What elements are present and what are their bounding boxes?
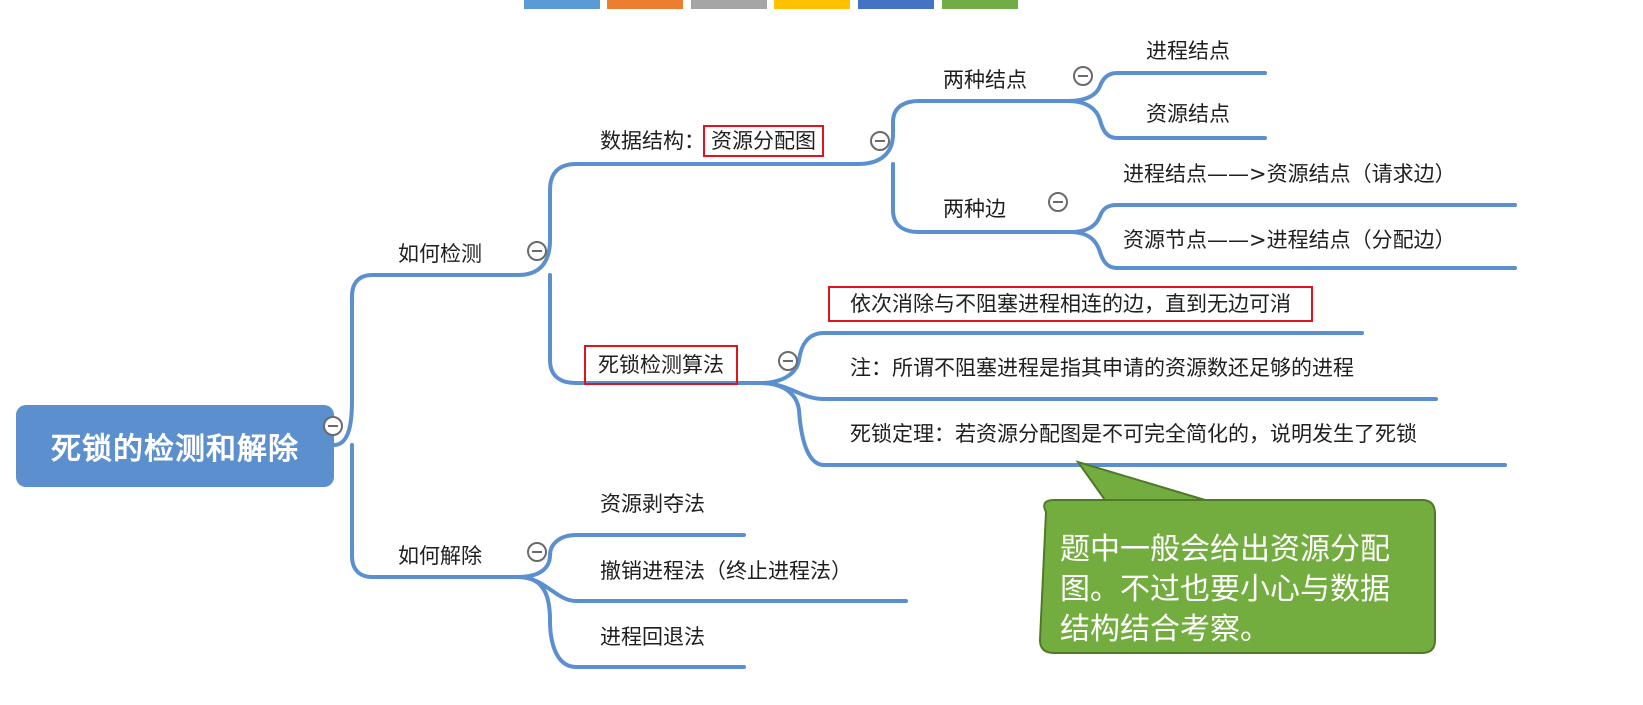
- node-assign-edge[interactable]: 资源节点——>进程结点（分配边）: [1123, 228, 1456, 252]
- edge-resolve-1: [516, 533, 578, 579]
- node-alg-2[interactable]: 注：所谓不阻塞进程是指其申请的资源数还足够的进程: [850, 356, 1354, 380]
- edge-root-resolve: [350, 443, 374, 579]
- data-structure-label: 数据结构：: [600, 129, 705, 153]
- edge-detect-algorithm: [548, 273, 578, 385]
- edge-root-detect: [332, 273, 374, 447]
- collapse-toggle-edge-types[interactable]: [1048, 192, 1068, 212]
- color-strip-segment: [774, 0, 850, 9]
- node-process-node[interactable]: 进程结点: [1146, 39, 1230, 63]
- node-alg-3[interactable]: 死锁定理：若资源分配图是不可完全简化的，说明发生了死锁: [850, 422, 1417, 446]
- edge-nodetypes-process: [1066, 71, 1119, 103]
- color-strip-segment: [607, 0, 683, 9]
- node-resolve-1[interactable]: 资源剥夺法: [600, 492, 705, 516]
- edge-resolve-3: [516, 575, 578, 669]
- edge-detect-datastructure: [516, 162, 578, 277]
- node-data-structure[interactable]: 数据结构：资源分配图: [600, 125, 824, 157]
- highlight-resource-allocation-graph: 资源分配图: [703, 125, 824, 157]
- collapse-toggle-resolve[interactable]: [527, 542, 547, 562]
- node-alg-1[interactable]: 依次消除与不阻塞进程相连的边，直到无边可消: [828, 286, 1313, 322]
- collapse-toggle-data-structure[interactable]: [870, 131, 890, 151]
- callout-bubble: [1038, 460, 1436, 654]
- color-strip-segment: [942, 0, 1018, 9]
- edge-edgetypes-assign: [1068, 230, 1119, 270]
- edge-ds-edgetypes: [891, 162, 921, 234]
- node-detect[interactable]: 如何检测: [398, 242, 482, 266]
- edge-edgetypes-request: [1068, 203, 1119, 234]
- collapse-toggle-algorithm[interactable]: [778, 351, 798, 371]
- collapse-toggle-node-types[interactable]: [1073, 66, 1093, 86]
- root-label: 死锁的检测和解除: [51, 432, 299, 467]
- node-resolve[interactable]: 如何解除: [398, 544, 482, 568]
- node-resolve-2[interactable]: 撤销进程法（终止进程法）: [600, 559, 852, 583]
- node-node-types[interactable]: 两种结点: [943, 68, 1027, 92]
- color-strip-segment: [524, 0, 600, 9]
- collapse-toggle-root[interactable]: [323, 416, 343, 436]
- collapse-toggle-detect[interactable]: [527, 241, 547, 261]
- node-algorithm[interactable]: 死锁检测算法: [584, 345, 738, 385]
- node-resource-node[interactable]: 资源结点: [1146, 102, 1230, 126]
- color-strip-segment: [858, 0, 934, 9]
- edge-nodetypes-resource: [1066, 99, 1119, 140]
- edge-ds-nodetypes: [856, 99, 921, 166]
- root-node[interactable]: 死锁的检测和解除: [16, 405, 334, 487]
- edge-alg-3: [758, 381, 826, 467]
- node-edge-types[interactable]: 两种边: [943, 197, 1006, 221]
- node-request-edge[interactable]: 进程结点——>资源结点（请求边）: [1123, 162, 1456, 186]
- color-strip-segment: [691, 0, 767, 9]
- edge-alg-1: [758, 331, 826, 385]
- node-resolve-3[interactable]: 进程回退法: [600, 625, 705, 649]
- callout-text: 题中一般会给出资源分配图。不过也要小心与数据结构结合考察。: [1060, 532, 1390, 647]
